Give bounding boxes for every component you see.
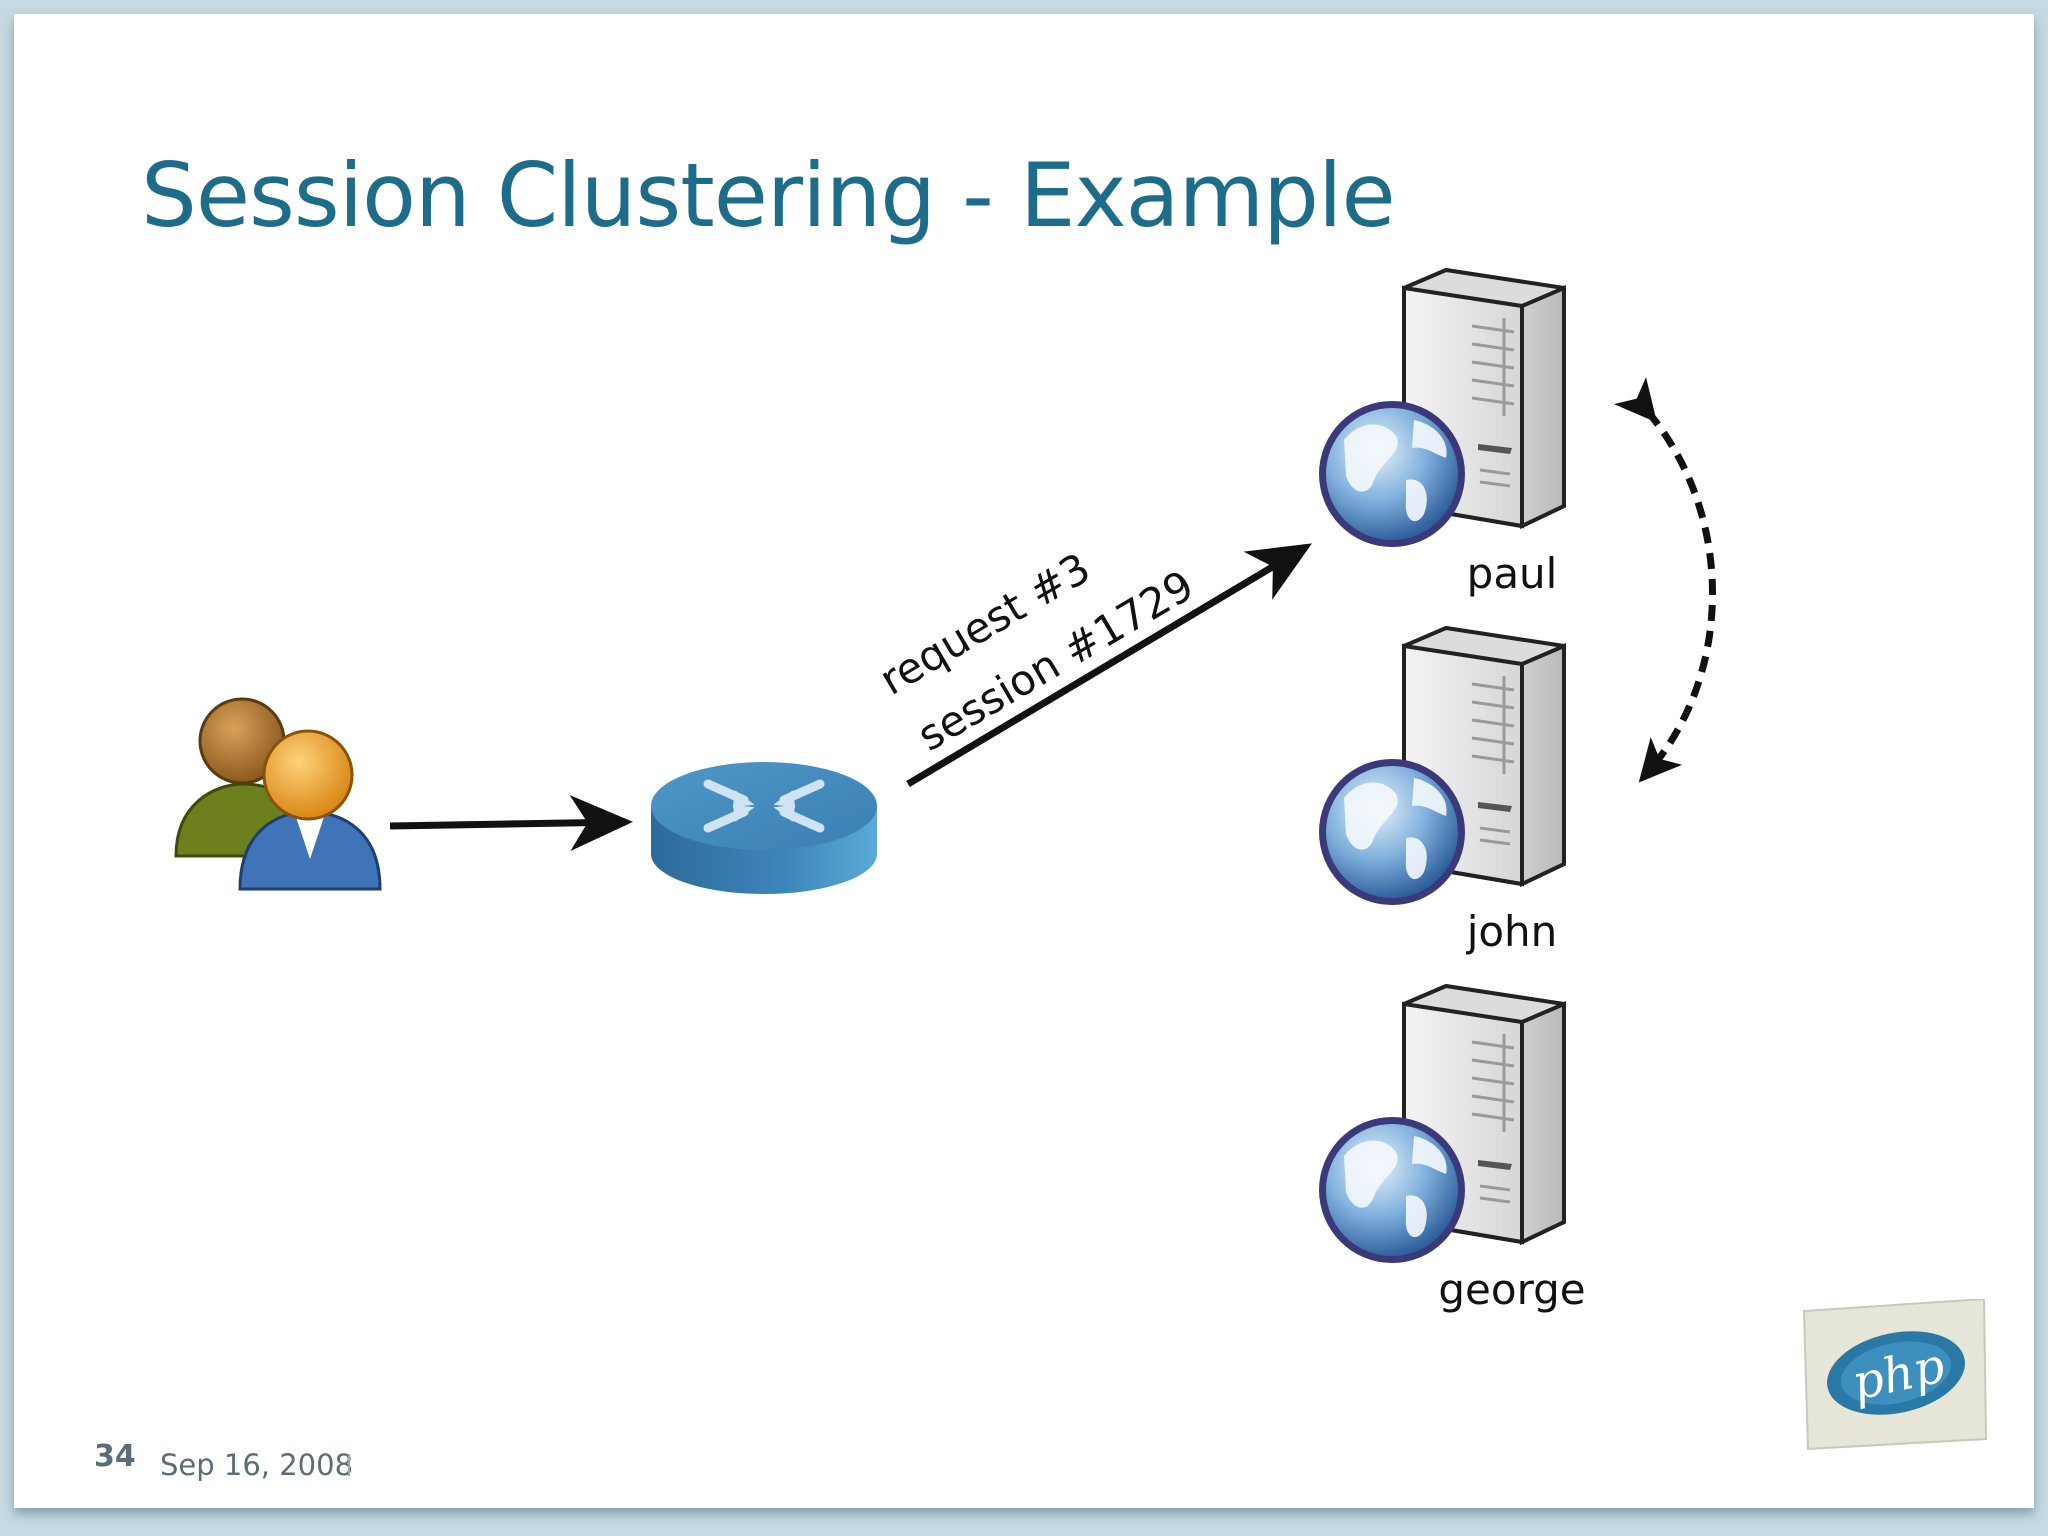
slide-date: Sep 16, 2008 [160, 1448, 354, 1482]
router-icon [651, 762, 877, 894]
footer-divider [348, 1454, 350, 1476]
server-john: john [1319, 625, 1566, 956]
server-paul: paul [1319, 267, 1566, 598]
slide: Session Clustering - Example [14, 14, 2034, 1508]
arrow-router-to-paul [906, 543, 1313, 788]
globe-icon [1319, 401, 1465, 547]
users-icon [174, 697, 382, 891]
server-tower-icon [1402, 267, 1566, 530]
slide-title: Session Clustering - Example [141, 144, 1396, 247]
globe-icon [1319, 759, 1465, 905]
zend-php-logo: php [1802, 1299, 1988, 1451]
session-clustering-diagram: request #3 session #1729 [174, 267, 1716, 1314]
page-number: 34 [94, 1439, 136, 1474]
server-tower-icon [1402, 625, 1566, 888]
arrow-users-to-router [389, 794, 633, 851]
session-replication-arrow [1613, 377, 1716, 783]
server-name-paul: paul [1467, 549, 1558, 598]
server-name-john: john [1466, 907, 1558, 956]
globe-icon [1319, 1117, 1465, 1263]
server-name-george: george [1438, 1265, 1585, 1314]
server-george: george [1319, 983, 1586, 1314]
